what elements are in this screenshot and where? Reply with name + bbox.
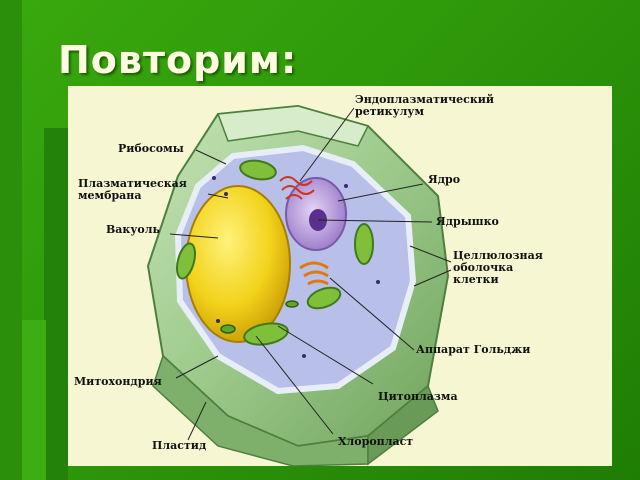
- cell-diagram-panel: Эндоплазматический ретикулум Рибосомы Пл…: [68, 86, 612, 466]
- nucleus-shape: [285, 177, 347, 251]
- decor-strip: [44, 128, 68, 480]
- label-mitochondrion: Митохондрия: [74, 375, 162, 388]
- decor-strip-light: [22, 320, 46, 480]
- chloroplast-shapes: [175, 159, 374, 346]
- label-nucleolus: Ядрышко: [436, 215, 499, 228]
- label-chloroplast: Хлоропласт: [338, 435, 414, 448]
- er-shape: [279, 176, 315, 200]
- label-er: Эндоплазматический ретикулум: [355, 93, 495, 118]
- plant-cell-illustration: [146, 104, 452, 466]
- vacuole-shape: [185, 185, 291, 343]
- label-golgi: Аппарат Гольджи: [416, 343, 531, 356]
- label-cell-wall: Целлюлозная оболочка клетки: [453, 249, 543, 286]
- label-vacuole: Вакуоль: [106, 223, 160, 236]
- mitochondria-shapes: [220, 300, 299, 334]
- ribosome-dots: [212, 176, 380, 358]
- leader-lines: [169, 107, 452, 441]
- label-plastid: Пластид: [152, 439, 207, 452]
- label-ribosomes: Рибосомы: [118, 142, 184, 155]
- slide-title: Повторим:: [58, 38, 298, 82]
- label-cytoplasm: Цитоплазма: [378, 390, 458, 403]
- decor-bar-left: [0, 0, 22, 480]
- golgi-shape: [299, 261, 329, 286]
- label-nucleus: Ядро: [428, 173, 461, 186]
- label-plasma-membrane: Плазматическая мембрана: [78, 177, 187, 202]
